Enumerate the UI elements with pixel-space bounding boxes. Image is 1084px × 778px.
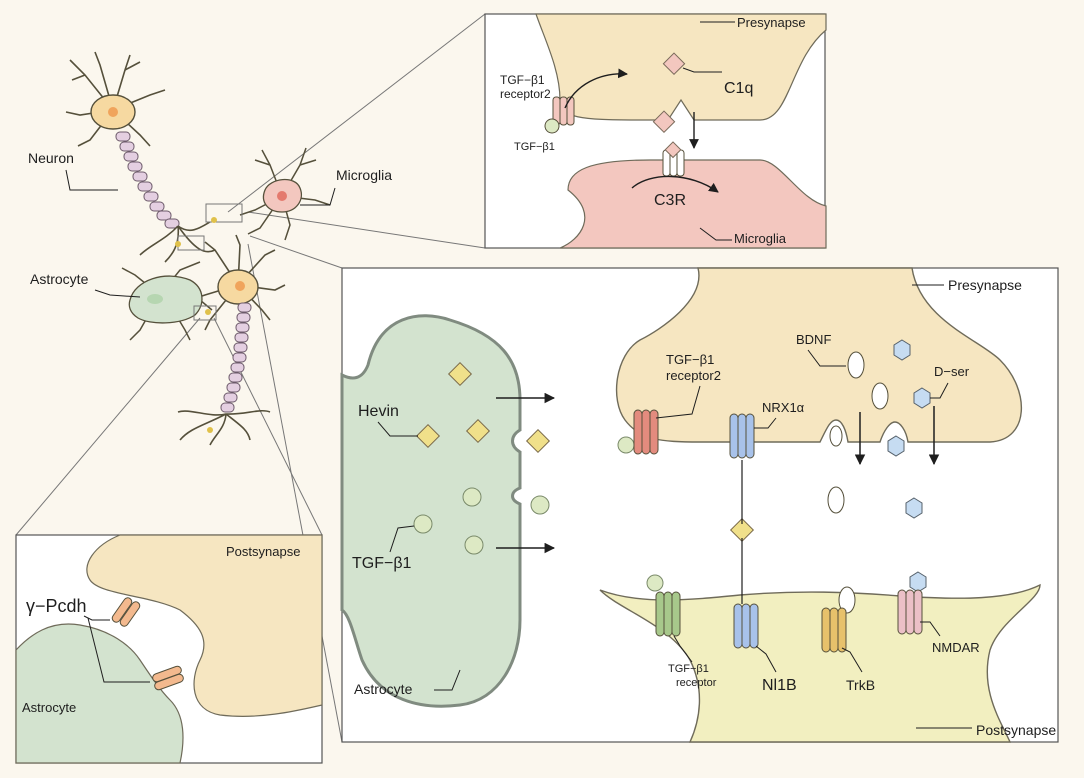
dser-molecules — [887, 339, 931, 593]
receptor2-panel-line2: receptor2 — [666, 368, 721, 383]
postsynapse-pcdh-label: Postsynapse — [226, 544, 300, 559]
astrocyte-cell — [121, 235, 217, 341]
overview-labels: Neuron Microglia Astrocyte — [28, 150, 392, 298]
nrx1a-label: NRX1α — [762, 400, 805, 415]
tgf-receptor2-icon — [552, 96, 575, 126]
panel-microglia: Presynapse TGF−β1 receptor2 TGF−β1 C1q C… — [484, 13, 827, 249]
postsynapse-panel-label: Postsynapse — [976, 722, 1056, 738]
nrx1a-icon — [729, 413, 755, 459]
pcdh-lower-icon — [152, 665, 184, 691]
nl1b-label: Nl1B — [762, 677, 797, 694]
c1q-icon — [662, 52, 686, 76]
trkb-label: TrkB — [846, 677, 875, 693]
panel-astrocyte: Hevin TGF−β1 Astrocyte Presynapse BDNF D… — [340, 267, 1059, 743]
c1q-label: C1q — [724, 80, 753, 97]
tgf-receptor-postsyn-icon — [655, 591, 681, 637]
second-neuron — [177, 234, 286, 446]
c3r-label: C3R — [654, 192, 686, 209]
tgf-ligand-icon — [544, 118, 560, 134]
trkb-icon — [821, 607, 847, 653]
astrocyte-panel-label: Astrocyte — [354, 681, 413, 697]
presynapse-panel-label: Presynapse — [948, 277, 1022, 293]
top-neuron — [65, 51, 166, 147]
nmdar-icon — [897, 589, 923, 635]
hevin-label: Hevin — [358, 403, 399, 420]
receptor2-panel-line1: TGF−β1 — [666, 352, 714, 367]
astrocyte-label: Astrocyte — [30, 271, 89, 287]
tgf-molecules — [413, 436, 664, 592]
panel-pcdh: Postsynapse γ−Pcdh Astrocyte — [15, 534, 323, 764]
tgf-receptor-line1: TGF−β1 — [668, 663, 709, 675]
receptor2-label-line2: receptor2 — [500, 87, 551, 101]
bdnf-label: BDNF — [796, 332, 831, 347]
tgf-ligand-label: TGF−β1 — [514, 141, 555, 153]
astrocyte-pcdh-label: Astrocyte — [22, 700, 76, 715]
nmdar-label: NMDAR — [932, 640, 980, 655]
c1q-released-icon — [652, 110, 676, 134]
bdnf-molecules — [827, 351, 889, 614]
overview-cells: Neuron Microglia Astrocyte — [15, 13, 486, 743]
microglia-cell — [205, 147, 331, 241]
dser-label: D−ser — [934, 364, 970, 379]
nl1b-icon — [733, 603, 759, 649]
microglia-label: Microglia — [336, 167, 392, 183]
hevin-molecules — [415, 361, 755, 543]
microglia-panel-label: Microglia — [734, 231, 787, 246]
tgf-receptor2-presyn-icon — [633, 409, 659, 455]
pcdh-label: γ−Pcdh — [26, 596, 87, 616]
receptor2-label-line1: TGF−β1 — [500, 73, 545, 87]
presynapse-label: Presynapse — [737, 15, 806, 30]
neuron-label: Neuron — [28, 150, 74, 166]
pcdh-upper-icon — [111, 597, 141, 627]
tgf-label: TGF−β1 — [352, 555, 412, 572]
axon-top — [115, 131, 216, 263]
tgf-receptor-line2: receptor — [676, 677, 717, 689]
